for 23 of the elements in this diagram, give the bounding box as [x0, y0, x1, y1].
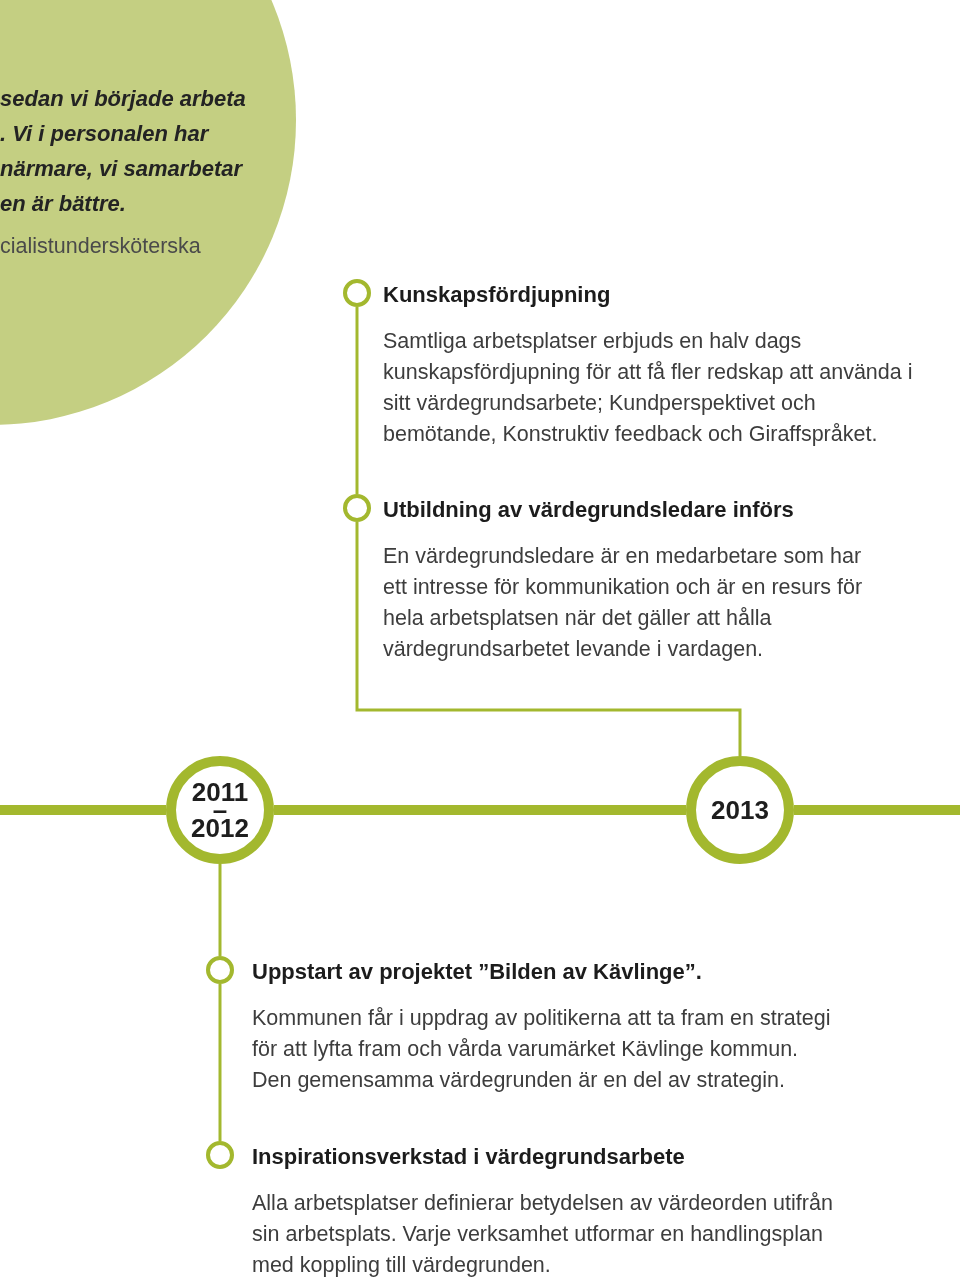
- connector-line: [355, 522, 742, 756]
- ring-marker-icon: [206, 956, 234, 984]
- item-heading: Kunskapsfördjupning: [383, 282, 612, 308]
- quote-attribution: cialistundersköterska: [0, 233, 201, 259]
- item-description: Samtliga arbetsplatser erbjuds en halv dags kunskapsfördjupning för att få fler redskap att använda i sitt värdegrundsarbete; Kundperspektivet och bemötande, Konstruktiv feedback och Giraffspråket.: [383, 328, 913, 448]
- year-label: 2011 – 2012: [190, 780, 250, 840]
- connector-line: [218, 864, 222, 956]
- quote-text: sedan vi började arbeta . Vi i personalen har närmare, vi samarbetar en är bättre.: [0, 85, 247, 218]
- item-description: Alla arbetsplatser definierar betydelsen av värdeorden utifrån sin arbetsplats. Varje verksamhet utformar en handlingsplan med koppling till värdegrunden.: [252, 1190, 834, 1279]
- item-heading: Inspirationsverkstad i värdegrundsarbete: [252, 1144, 686, 1170]
- connector-line: [218, 984, 222, 1141]
- item-description: En värdegrundsledare är en medarbetare som har ett intresse för kommunikation och är en resurs för hela arbetsplatsen när det gäller att hålla värdegrundsarbetet levande i vardagen.: [383, 543, 864, 663]
- item-description: Kommunen får i uppdrag av politikerna att ta fram en strategi för att lyfta fram och vårda varumärket Kävlinge kommun. Den gemensamma värdegrunden är en del av strategin.: [252, 1005, 832, 1094]
- item-heading: Utbildning av värdegrundsledare införs: [383, 497, 795, 523]
- year-label: 2013: [710, 798, 770, 822]
- ring-marker-icon: [206, 1141, 234, 1169]
- item-heading: Uppstart av projektet ”Bilden av Kävlinge”.: [252, 959, 703, 985]
- ring-marker-icon: [343, 279, 371, 307]
- timeline-bar: [0, 805, 166, 815]
- timeline-bar: [274, 805, 686, 815]
- timeline-bar: [794, 805, 960, 815]
- ring-marker-icon: [343, 494, 371, 522]
- connector-line: [355, 307, 359, 494]
